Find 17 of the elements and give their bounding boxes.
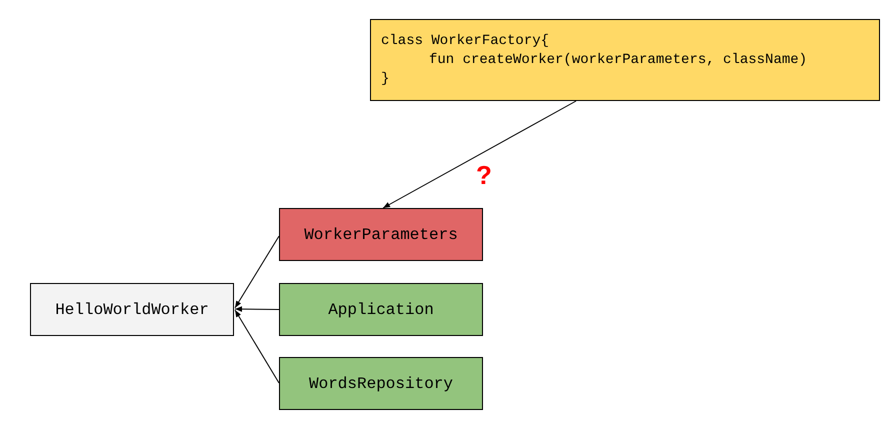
- class-box: [279, 208, 483, 261]
- arrow: [382, 100, 577, 208]
- arrow: [234, 236, 280, 308]
- class-name: Application: [328, 300, 434, 320]
- class-box: [279, 283, 483, 336]
- arrow: [234, 306, 280, 312]
- code-line: }: [381, 70, 390, 88]
- class-box: [30, 283, 234, 336]
- class-box: [279, 357, 483, 410]
- edge-label: ?: [476, 162, 492, 188]
- class-name: HelloWorldWorker: [55, 300, 209, 320]
- code-line: fun createWorker(workerParameters, className): [428, 50, 808, 70]
- code-line: class WorkerFactory{: [381, 32, 550, 50]
- class-name: WordsRepository: [308, 374, 454, 394]
- class-name: WorkerParameters: [304, 224, 458, 244]
- code-box: [370, 19, 880, 101]
- arrow: [234, 310, 280, 384]
